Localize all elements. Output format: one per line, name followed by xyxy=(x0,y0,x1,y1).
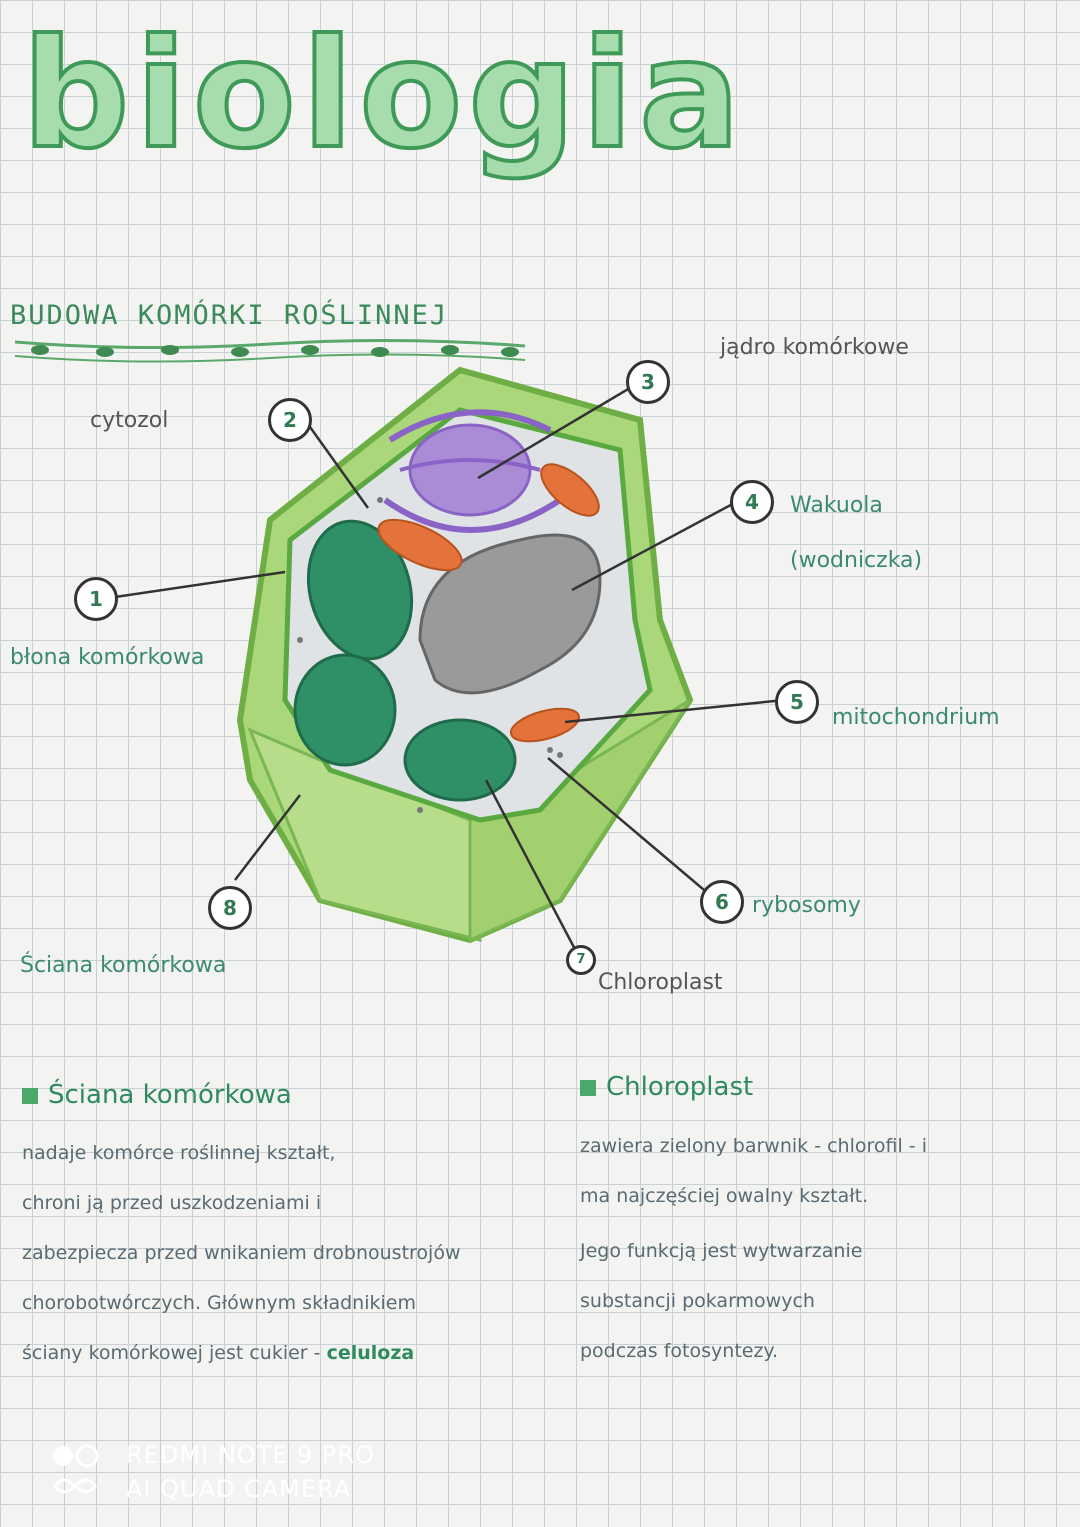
subtitle: BUDOWA KOMÓRKI ROŚLINNEJ xyxy=(10,300,449,331)
chloroplasts xyxy=(293,519,517,802)
cell-wall-line-5: ściany komórkowej jest cukier - celuloza xyxy=(22,1342,415,1364)
watermark-text: REDMI NOTE 9 PRO AI QUAD CAMERA xyxy=(126,1441,375,1503)
chloroplast-line-3: Jego funkcją jest wytwarzanie xyxy=(580,1240,863,1262)
nucleus xyxy=(383,409,562,533)
camera-logo-icon xyxy=(53,1444,99,1494)
vine-decoration xyxy=(14,338,526,363)
label-text-3: jądro komórkowe xyxy=(720,335,909,360)
chloroplast-line-2: ma najczęściej owalny kształt. xyxy=(580,1185,869,1207)
label-number-8: 8 xyxy=(208,886,252,930)
label-number-5: 5 xyxy=(775,680,819,724)
label-text-2: cytozol xyxy=(90,408,169,433)
label-text-4b: (wodniczka) xyxy=(790,548,923,573)
label-text-8: Ściana komórkowa xyxy=(20,953,227,978)
label-number-1: 1 xyxy=(74,577,118,621)
cell-wall-line-2: chroni ją przed uszkodzeniami i xyxy=(22,1192,322,1214)
label-number-3: 3 xyxy=(626,360,670,404)
section-title-chloroplast: Chloroplast xyxy=(580,1072,753,1102)
bullet-icon xyxy=(22,1087,38,1104)
label-text-6: rybosomy xyxy=(752,893,861,918)
label-number-4: 4 xyxy=(730,480,774,524)
mitochondria xyxy=(377,463,600,743)
chloroplast-line-5: podczas fotosyntezy. xyxy=(580,1340,779,1362)
label-text-1: błona komórkowa xyxy=(10,645,205,670)
ribosomes xyxy=(297,497,563,813)
cell-wall-line-3: zabezpiecza przed wnikaniem drobnoustroj… xyxy=(22,1242,461,1264)
cell-wall-line-1: nadaje komórce roślinnej kształt, xyxy=(22,1142,336,1164)
label-text-5: mitochondrium xyxy=(832,705,1000,730)
chloroplast-line-4: substancji pokarmowych xyxy=(580,1290,815,1312)
label-number-2: 2 xyxy=(268,398,312,442)
section-title-cell-wall: Ściana komórkowa xyxy=(22,1080,292,1110)
label-number-6: 6 xyxy=(700,880,744,924)
label-number-7: 7 xyxy=(566,945,596,975)
chloroplast-line-1: zawiera zielony barwnik - chlorofil - i xyxy=(580,1135,927,1157)
label-text-7: Chloroplast xyxy=(598,970,723,995)
cell-wall-line-4: chorobotwórczych. Głównym składnikiem xyxy=(22,1292,416,1314)
label-text-4: Wakuola xyxy=(790,493,883,518)
plant-cell-diagram xyxy=(114,366,786,956)
bullet-icon xyxy=(580,1079,596,1096)
page-title: biologia xyxy=(20,6,747,184)
